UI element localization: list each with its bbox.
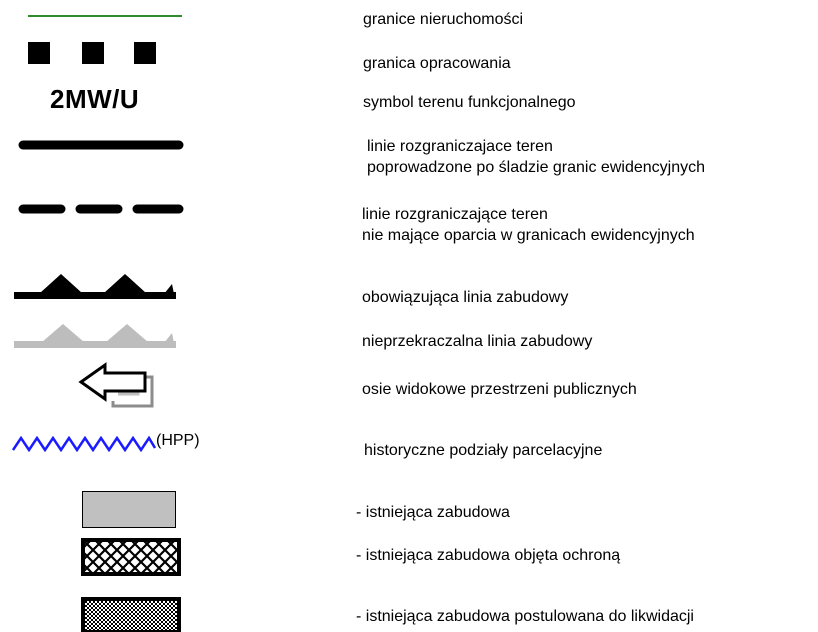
property-boundary-label: granice nieruchomości [363,11,524,28]
existing-buildings-label: - istniejąca zabudowa [356,504,510,521]
historic-parcel-code: (HPP) [156,432,200,449]
study-boundary-symbol [28,42,158,66]
historic-parcel-label: historyczne podziały parcelacyjne [364,442,603,459]
property-boundary-symbol [28,14,184,18]
protected-buildings-label: - istniejąca zabudowa objęta ochroną [356,547,621,564]
study-boundary-label: granica opracowania [363,55,511,72]
existing-buildings-symbol [82,491,178,529]
function-symbol-code: 2MW/U [50,84,140,114]
solid-dividing-line-label: linie rozgraniczajace teren poprowadzone… [367,138,705,176]
mandatory-building-line-symbol [14,272,178,302]
nonexceedable-building-line-label: nieprzekraczalna linia zabudowy [362,333,593,350]
dashed-dividing-line-symbol [18,202,186,216]
view-axes-symbol [78,362,158,412]
view-axes-label: osie widokowe przestrzeni publicznych [362,381,637,398]
historic-parcel-zigzag-symbol [12,435,158,453]
nonexceedable-building-line-symbol [14,320,178,350]
protected-buildings-symbol [81,538,181,576]
function-symbol-label: symbol terenu funkcjonalnego [363,94,576,111]
solid-dividing-line-symbol [18,138,186,152]
buildings-to-demolish-symbol [81,597,181,632]
buildings-to-demolish-label: - istniejąca zabudowa postulowana do lik… [356,608,694,625]
dashed-dividing-line-label: linie rozgraniczające teren nie mające o… [362,206,695,244]
mandatory-building-line-label: obowiązująca linia zabudowy [362,289,569,306]
